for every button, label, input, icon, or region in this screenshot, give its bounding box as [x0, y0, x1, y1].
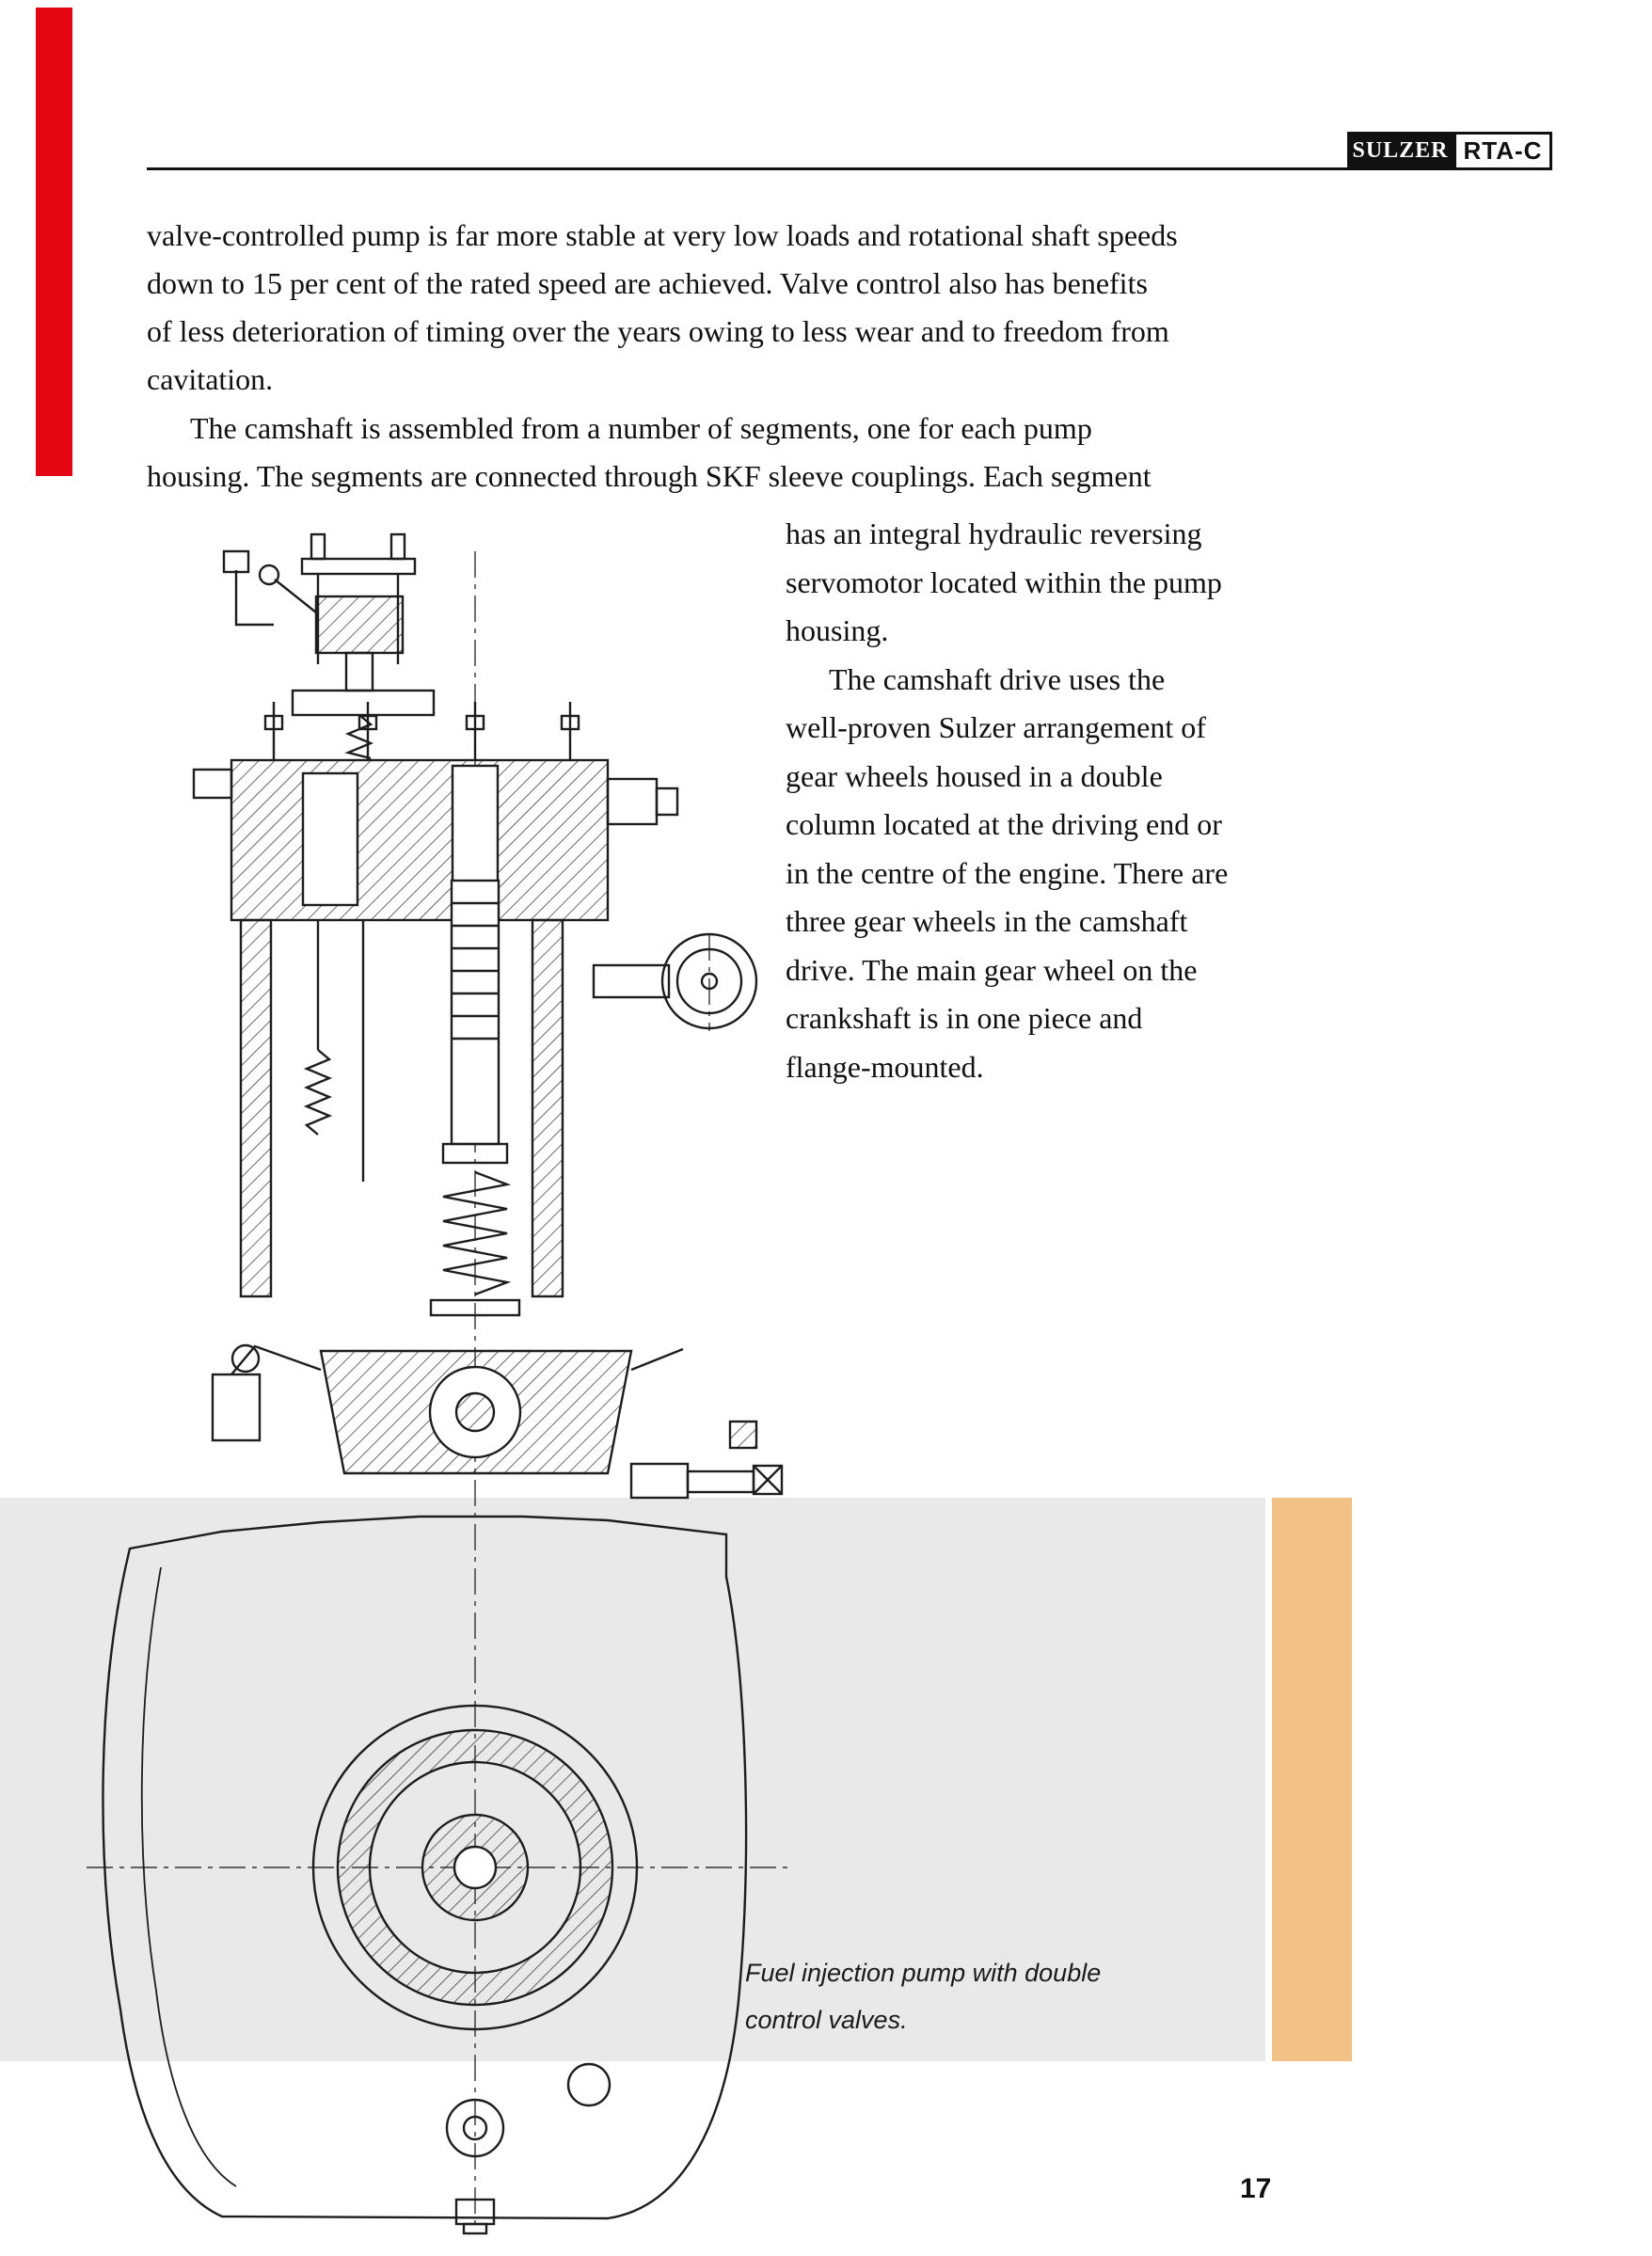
sulzer-logo-text: SULZER	[1352, 138, 1449, 163]
model-badge: RTA-C	[1453, 132, 1552, 170]
paragraph-valve-controlled: valve-controlled pump is far more stable…	[147, 218, 1178, 396]
figure-caption: Fuel injection pump with double control …	[745, 1959, 1102, 2034]
paragraph-camshaft-segments: The camshaft is assembled from a number …	[147, 411, 1152, 493]
paragraph-camshaft-drive: The camshaft drive uses the well-proven …	[786, 661, 1229, 1084]
model-badge-text: RTA-C	[1463, 136, 1543, 165]
page-number: 17	[1240, 2173, 1272, 2204]
paragraph-servomotor: has an integral hydraulic reversing serv…	[786, 516, 1222, 647]
gray-background-band	[0, 1498, 1265, 2061]
orange-accent-bar	[1272, 1498, 1352, 2061]
wrapped-text-column: has an integral hydraulic reversing serv…	[786, 510, 1350, 1091]
sulzer-logo-badge: SULZER	[1347, 132, 1453, 170]
pump-diagram	[87, 532, 788, 2235]
header-rule	[147, 167, 1349, 170]
red-accent-bar	[36, 8, 72, 476]
